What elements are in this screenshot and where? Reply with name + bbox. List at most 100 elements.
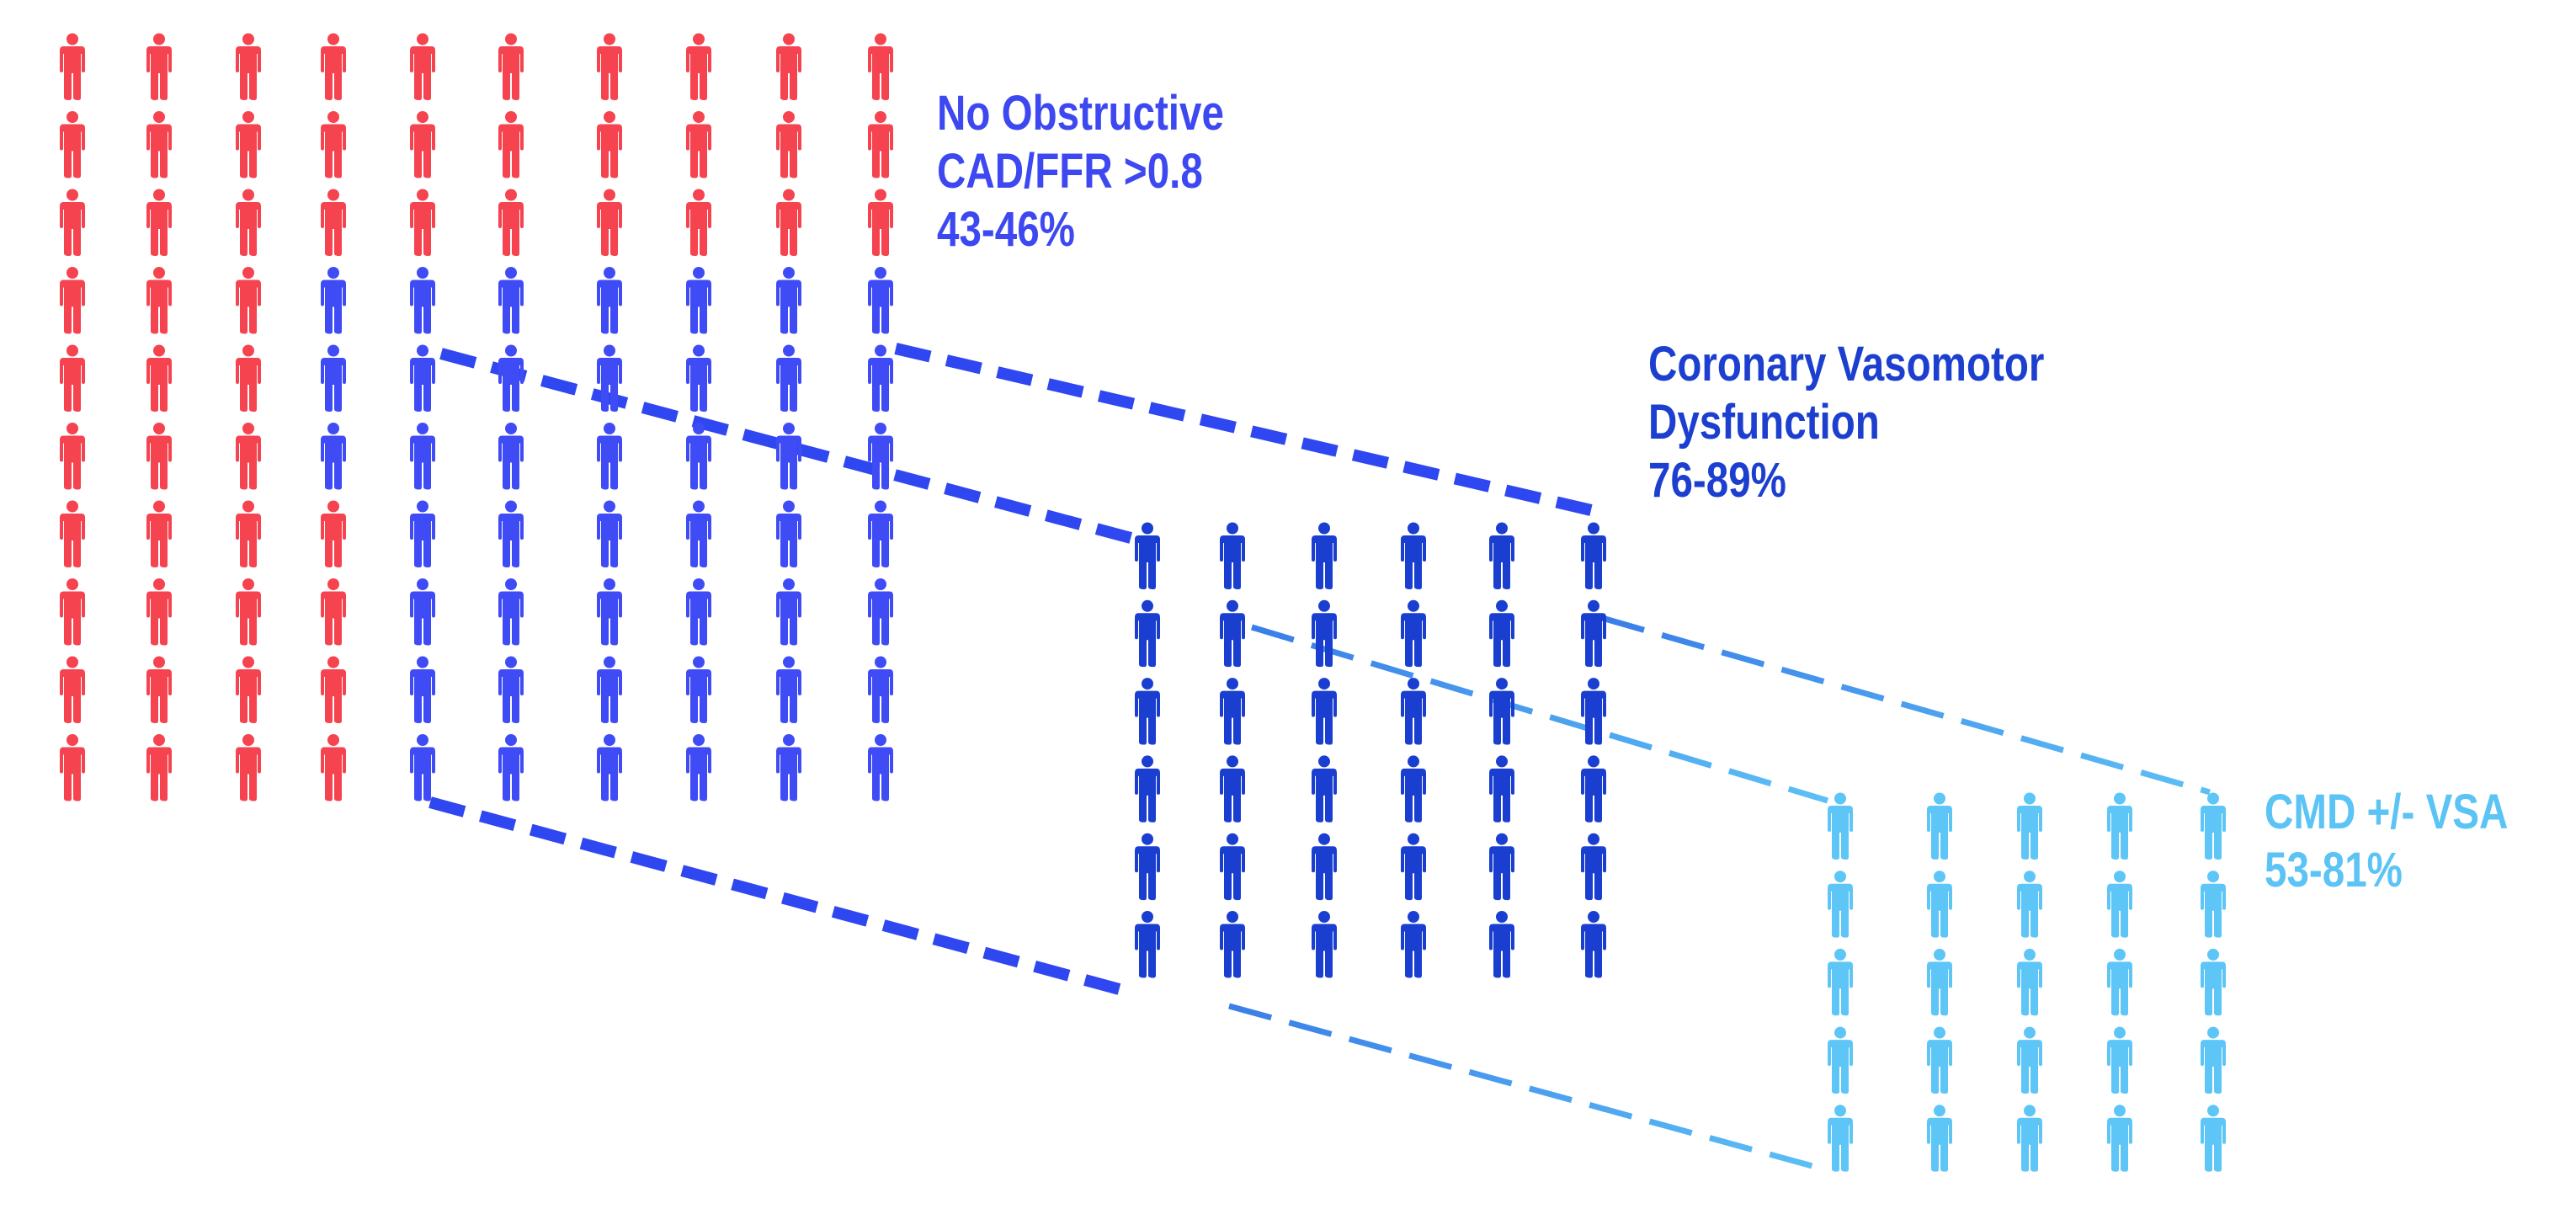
person-icon [776, 656, 801, 723]
dashed-connector-line [1601, 615, 2211, 796]
person-icon [686, 111, 711, 178]
person-icon [410, 500, 435, 567]
person-icon [1581, 833, 1606, 901]
person-icon [146, 267, 172, 334]
person-icon [2017, 792, 2042, 860]
person-icon [2107, 1105, 2132, 1172]
person-icon [776, 267, 801, 334]
person-icon [1135, 911, 1160, 978]
person-icon [236, 111, 261, 178]
person-icon [2107, 948, 2132, 1016]
person-icon [146, 344, 172, 412]
person-icon [1581, 755, 1606, 823]
person-icon [321, 111, 346, 178]
person-icon [597, 33, 622, 100]
person-icon [868, 578, 893, 646]
person-icon [1489, 599, 1514, 668]
person-icon [236, 344, 261, 412]
label-cmd-vsa: CMD +/- VSA 53-81% [2265, 783, 2508, 899]
person-icon [776, 344, 801, 412]
person-icon [498, 423, 524, 490]
person-icon [868, 267, 893, 334]
person-icon [1581, 599, 1606, 668]
person-icon [597, 189, 622, 256]
person-icon [686, 33, 711, 100]
person-icon [597, 734, 622, 801]
person-icon [60, 344, 85, 412]
person-icon [1581, 522, 1606, 589]
person-icon [1312, 678, 1337, 745]
person-icon [1401, 833, 1426, 901]
person-icon [686, 189, 711, 256]
person-icon [321, 656, 346, 723]
person-icon [1135, 599, 1160, 668]
person-icon [1135, 522, 1160, 589]
person-icon [146, 656, 172, 723]
person-icon [2201, 792, 2226, 860]
person-icon [146, 500, 172, 567]
person-icon [2017, 1026, 2042, 1094]
person-icon [1927, 792, 1952, 860]
dashed-connector-line [1250, 624, 1829, 804]
person-icon [1312, 522, 1337, 589]
person-icon [776, 111, 801, 178]
person-icon [686, 344, 711, 412]
person-icon [686, 656, 711, 723]
person-icon [1927, 1105, 1952, 1172]
person-icon [498, 578, 524, 646]
person-icon [686, 578, 711, 646]
person-icon [868, 734, 893, 801]
person-icon [868, 500, 893, 567]
person-icon [776, 423, 801, 490]
person-icon [1927, 948, 1952, 1016]
person-icon [146, 578, 172, 646]
person-icon [236, 267, 261, 334]
person-icon [1927, 1026, 1952, 1094]
person-icon [1828, 792, 1853, 860]
person-icon [146, 111, 172, 178]
person-icon [1828, 948, 1853, 1016]
person-icon [1220, 911, 1245, 978]
person-icon [236, 33, 261, 100]
person-icon [146, 189, 172, 256]
person-icon [60, 33, 85, 100]
person-icon [2017, 1105, 2042, 1172]
person-icon [1401, 911, 1426, 978]
person-icon [410, 578, 435, 646]
person-icon [2017, 948, 2042, 1016]
person-icon [410, 267, 435, 334]
person-icon [236, 656, 261, 723]
person-icon [60, 267, 85, 334]
person-icon [686, 267, 711, 334]
person-icon [146, 734, 172, 801]
person-icon [2107, 871, 2132, 938]
person-icon [410, 344, 435, 412]
person-icon [597, 656, 622, 723]
person-icon [1312, 911, 1337, 978]
person-icon [236, 500, 261, 567]
person-icon [868, 33, 893, 100]
person-icon [597, 267, 622, 334]
person-icon [1220, 755, 1245, 823]
person-icon [2201, 948, 2226, 1016]
person-icon [321, 578, 346, 646]
person-icon [60, 423, 85, 490]
person-icon [1581, 911, 1606, 978]
grid-no-obstructive-cad [60, 33, 893, 801]
person-icon [321, 734, 346, 801]
person-icon [410, 189, 435, 256]
person-icon [498, 189, 524, 256]
label-line: CAD/FFR >0.8 [937, 144, 1203, 199]
dashed-connector-line [1228, 1003, 1828, 1174]
person-icon [410, 33, 435, 100]
person-icon [410, 656, 435, 723]
label-no-obstructive-cad: No Obstructive CAD/FFR >0.8 43-46% [937, 84, 1224, 258]
label-coronary-vasomotor-dysfunction: Coronary Vasomotor Dysfunction 76-89% [1648, 335, 2044, 509]
label-line: Dysfunction [1648, 395, 1880, 450]
person-icon [321, 267, 346, 334]
dashed-connector-line [894, 343, 1593, 516]
label-percent: 76-89% [1648, 453, 1786, 508]
person-icon [868, 344, 893, 412]
person-icon [236, 734, 261, 801]
person-icon [60, 189, 85, 256]
